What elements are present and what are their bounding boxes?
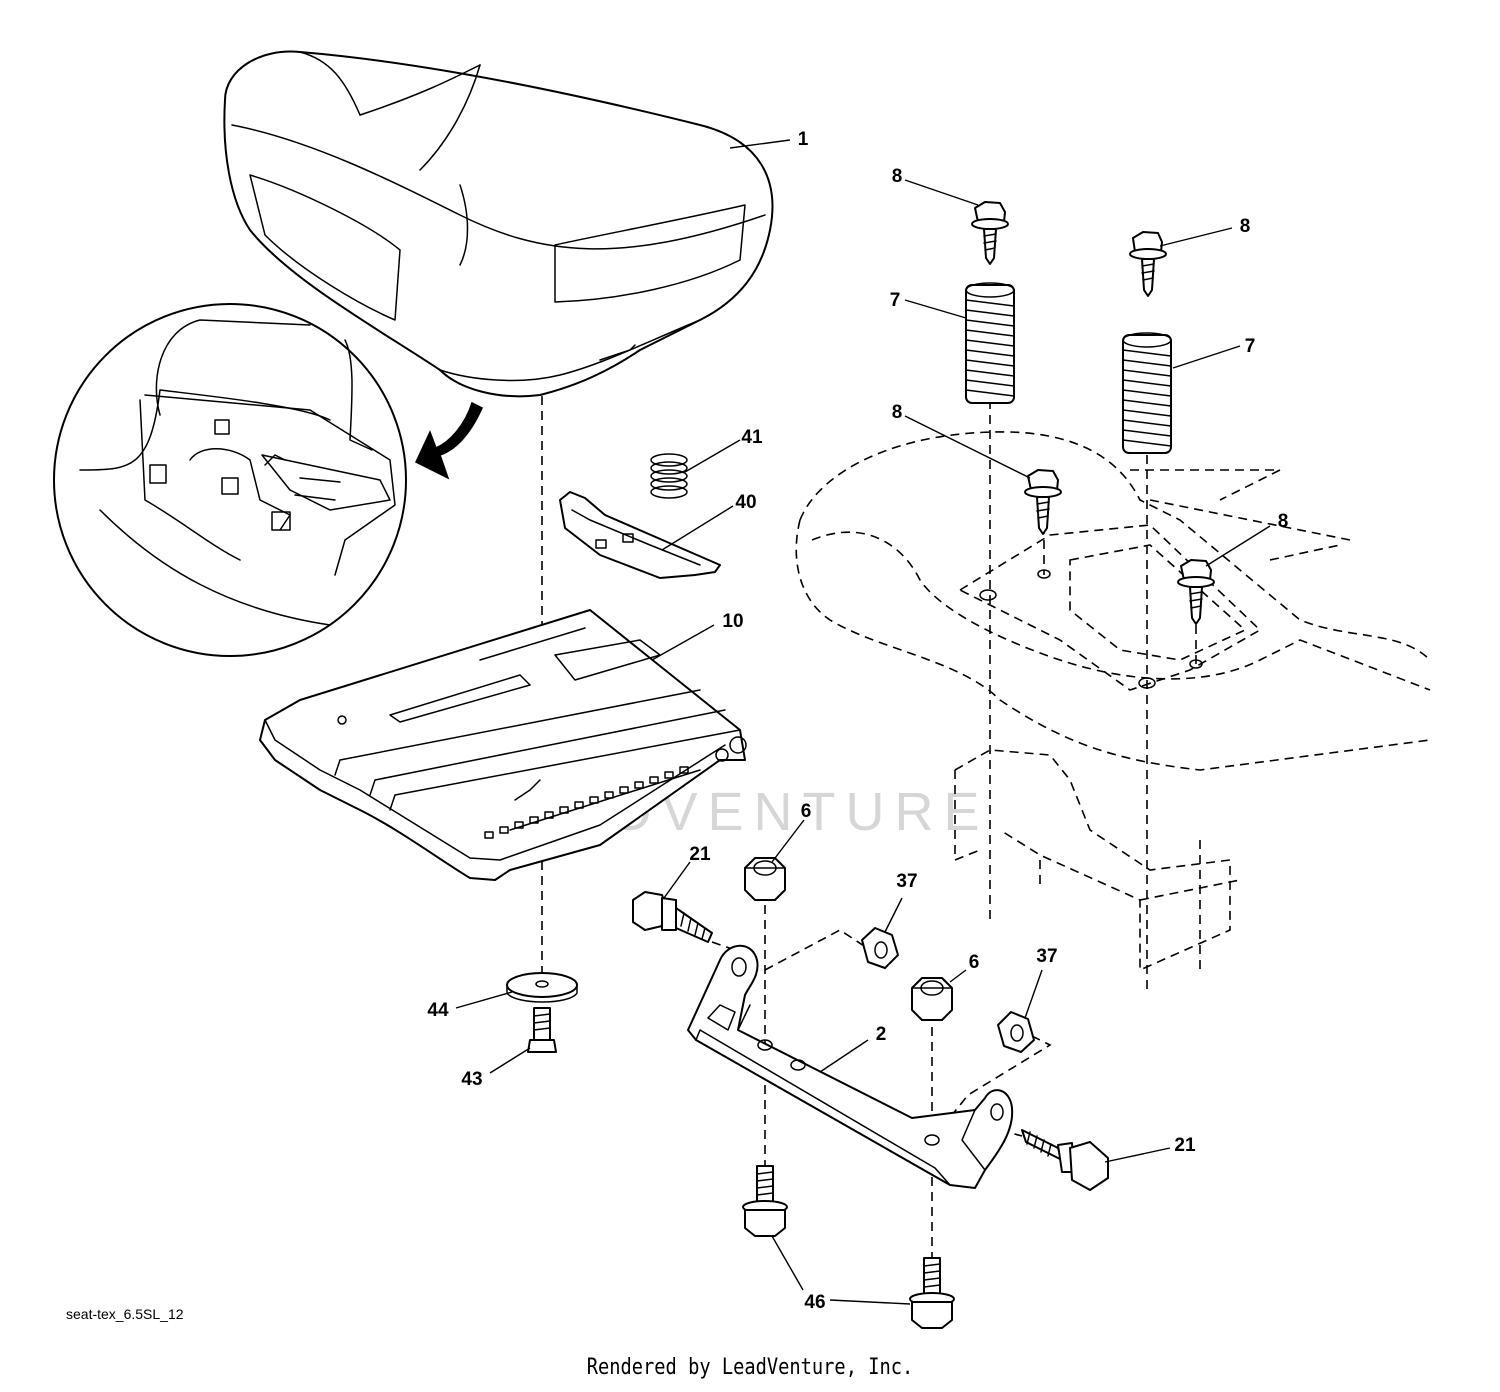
callout-44: 44 [427, 1000, 449, 1021]
callout-37: 37 [896, 871, 917, 892]
latch-plate-40[interactable] [559, 491, 721, 579]
bolt-8-d[interactable] [1177, 559, 1215, 625]
bolt-46-a[interactable] [742, 1165, 788, 1237]
callout-labels: 1 2 6 6 7 7 8 8 8 8 10 21 21 37 37 40 41… [427, 129, 1288, 1313]
callout-6: 6 [801, 801, 812, 822]
callout-41: 41 [741, 427, 763, 448]
bolt-21-left[interactable] [632, 891, 713, 943]
callout-40: 40 [735, 492, 756, 513]
callout-8: 8 [1278, 511, 1289, 532]
seat[interactable] [223, 50, 774, 398]
callout-8: 8 [892, 402, 903, 423]
callout-21: 21 [689, 844, 711, 865]
bolt-8-b[interactable] [1129, 231, 1167, 297]
bolt-8-a[interactable] [971, 201, 1009, 265]
screw-43[interactable] [527, 1007, 557, 1053]
seat-pan-10[interactable] [259, 609, 747, 881]
detail-arrow-icon [415, 401, 483, 480]
spring-41[interactable] [650, 453, 688, 499]
mower-frame-outline [795, 431, 1431, 972]
bracket-2[interactable] [687, 944, 1014, 1189]
latch-detail-inset [53, 303, 407, 657]
callout-8: 8 [892, 166, 903, 187]
frame-hole [979, 589, 997, 601]
bolt-21-right[interactable] [1021, 1129, 1109, 1191]
spring-7-left[interactable] [965, 282, 1015, 404]
nut-6-b[interactable] [911, 977, 953, 1021]
bolt-46-b[interactable] [909, 1257, 955, 1329]
callout-21: 21 [1174, 1135, 1196, 1156]
callout-7: 7 [890, 290, 901, 311]
callout-8: 8 [1240, 216, 1251, 237]
callout-6: 6 [969, 952, 980, 973]
leader-lines [455, 139, 1271, 1305]
callout-2: 2 [876, 1024, 887, 1045]
diagram-id-label: seat-tex_6.5SL_12 [66, 1306, 184, 1322]
callout-46: 46 [804, 1292, 825, 1313]
washer-44[interactable] [506, 972, 578, 1003]
callout-7: 7 [1245, 336, 1256, 357]
nut-37-a[interactable] [861, 927, 899, 969]
callout-37: 37 [1036, 946, 1057, 967]
bolt-8-c[interactable] [1024, 469, 1062, 535]
render-credit: Rendered by LeadVenture, Inc. [586, 1355, 914, 1380]
nut-37-b[interactable] [997, 1011, 1035, 1053]
spring-7-right[interactable] [1122, 332, 1172, 454]
callout-10: 10 [722, 611, 743, 632]
nut-6-a[interactable] [744, 857, 786, 901]
callout-43: 43 [461, 1069, 482, 1090]
callout-1: 1 [798, 129, 809, 150]
